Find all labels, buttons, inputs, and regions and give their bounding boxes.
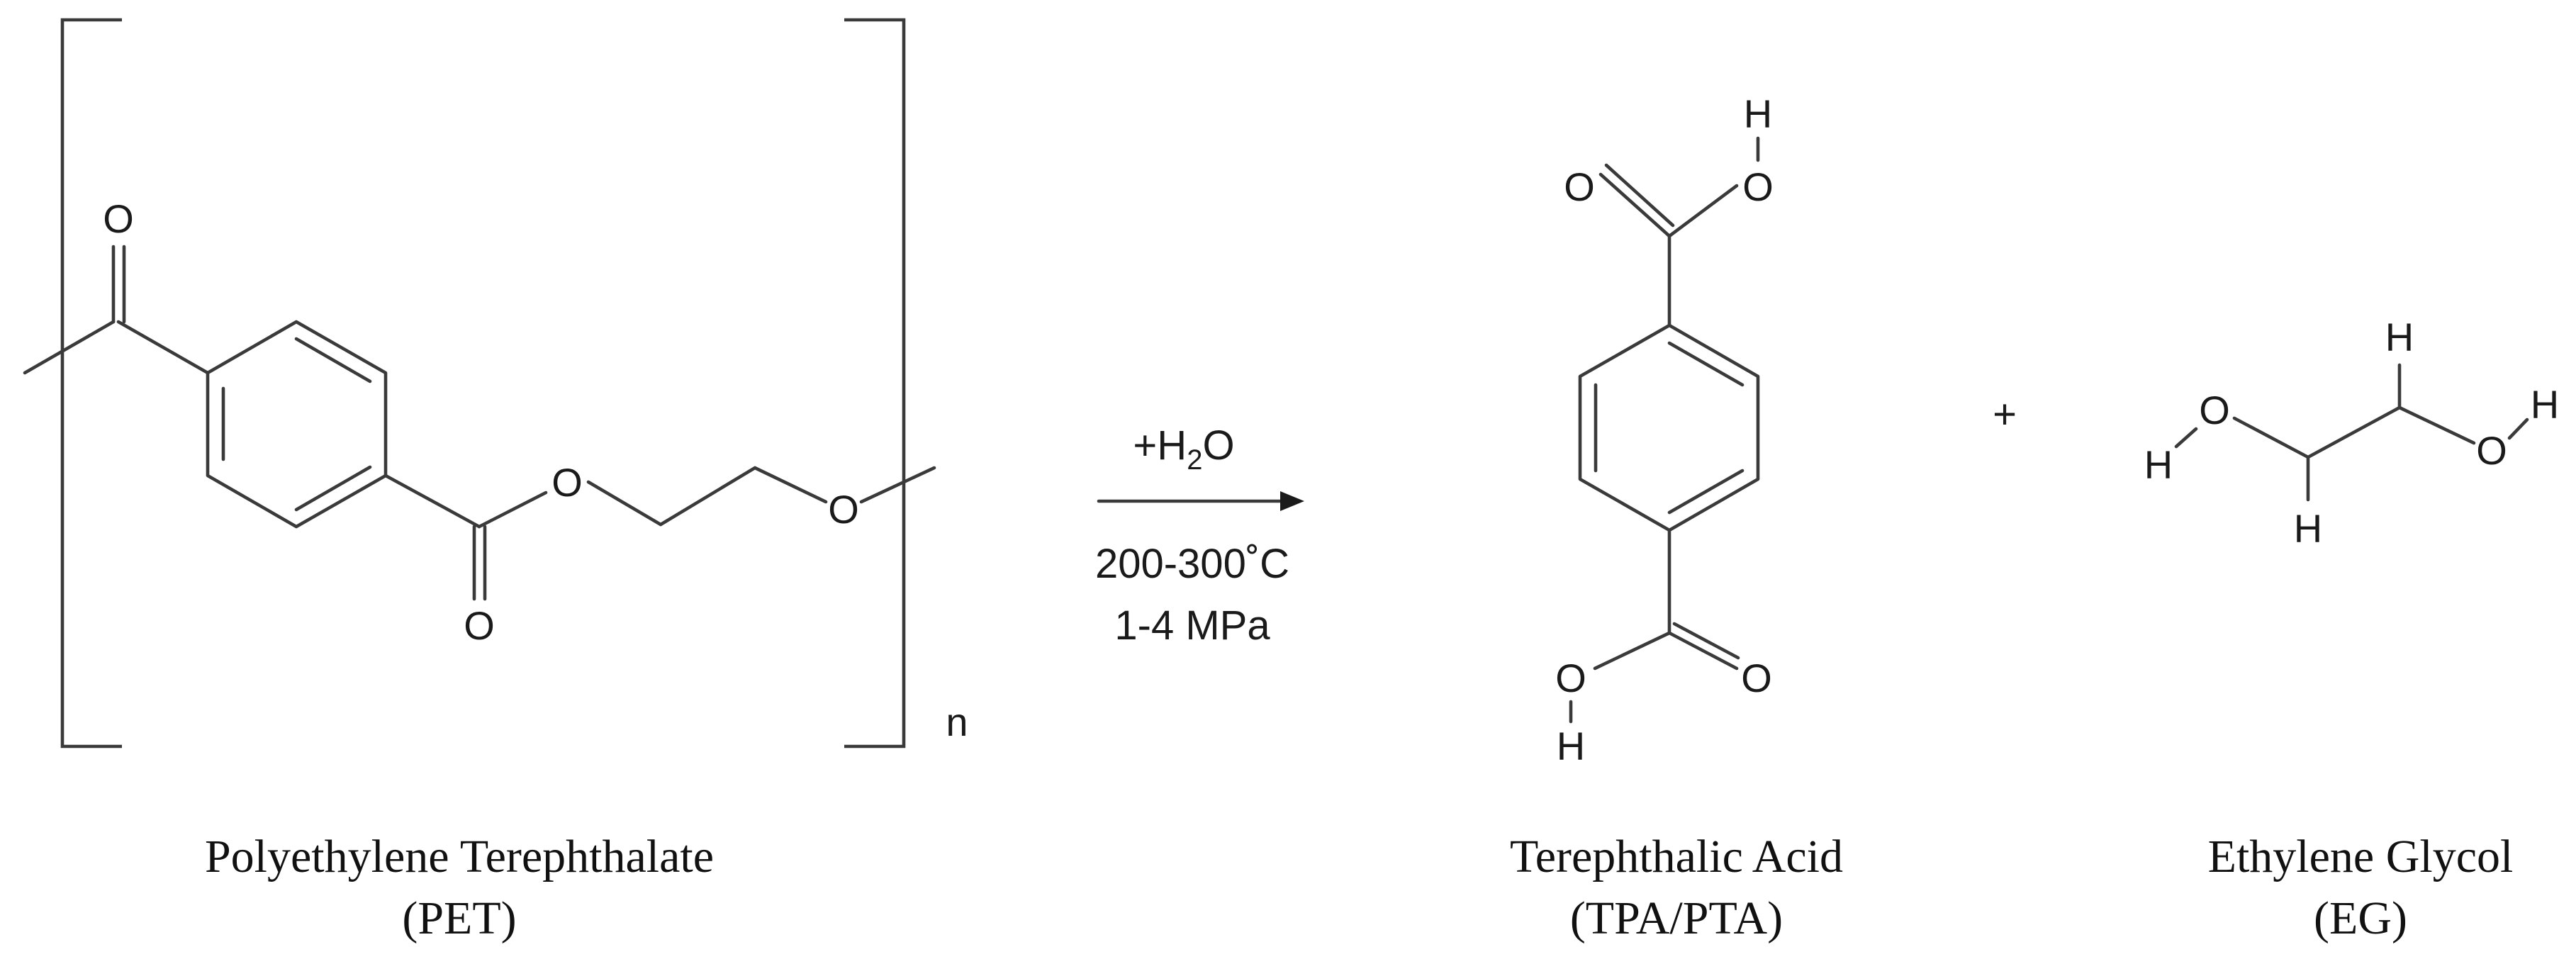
eg-oxygen-left: O bbox=[2199, 388, 2230, 432]
tpa-hydroxyl-oxygen-top: O bbox=[1742, 164, 1774, 209]
pet-carbonyl-oxygen-2: O bbox=[464, 603, 495, 648]
tpa-abbreviation: (TPA/PTA) bbox=[1570, 892, 1783, 944]
eg-name: Ethylene Glycol bbox=[2208, 831, 2514, 882]
plus-sign: + bbox=[1993, 391, 2017, 437]
reaction-conditions: +H2O 200-300˚C 1-4 MPa bbox=[1095, 422, 1304, 649]
eg-structure: H O H H O H bbox=[2144, 315, 2559, 551]
eg-abbreviation: (EG) bbox=[2314, 892, 2407, 944]
tpa-hydroxyl-oxygen-bottom: O bbox=[1555, 656, 1586, 700]
pet-carbonyl-oxygen-1: O bbox=[103, 196, 134, 241]
pet-structure: n O O O O bbox=[23, 18, 968, 749]
pet-ester-oxygen-3: O bbox=[551, 460, 583, 505]
eg-hydrogen-bottom: H bbox=[2294, 506, 2322, 551]
left-bracket bbox=[60, 18, 122, 749]
tpa-benzene-ring bbox=[1578, 323, 1760, 532]
tpa-carbonyl-oxygen-top: O bbox=[1564, 164, 1595, 209]
reagent-water-label: +H2O bbox=[1133, 422, 1234, 476]
pet-name: Polyethylene Terephthalate bbox=[205, 831, 714, 882]
pet-abbreviation: (PET) bbox=[402, 892, 516, 944]
eg-oxygen-right: O bbox=[2476, 428, 2507, 473]
pet-ester-oxygen-4: O bbox=[828, 487, 859, 532]
tpa-name: Terephthalic Acid bbox=[1510, 831, 1843, 882]
pressure-label: 1-4 MPa bbox=[1114, 602, 1270, 649]
pet-benzene-ring bbox=[206, 320, 388, 529]
repeat-unit-n-label: n bbox=[946, 700, 968, 744]
tpa-carbonyl-oxygen-bottom: O bbox=[1741, 656, 1772, 700]
right-bracket bbox=[844, 18, 906, 749]
tpa-structure: H O O O O H bbox=[1555, 91, 1774, 768]
eg-hydrogen-top: H bbox=[2385, 315, 2414, 359]
temperature-label: 200-300˚C bbox=[1095, 541, 1289, 587]
eg-hydrogen-right: H bbox=[2531, 382, 2559, 427]
tpa-hydrogen-top: H bbox=[1744, 91, 1772, 136]
eg-hydrogen-left: H bbox=[2144, 442, 2173, 487]
arrow-head bbox=[1280, 491, 1304, 511]
tpa-hydrogen-bottom: H bbox=[1557, 724, 1585, 768]
